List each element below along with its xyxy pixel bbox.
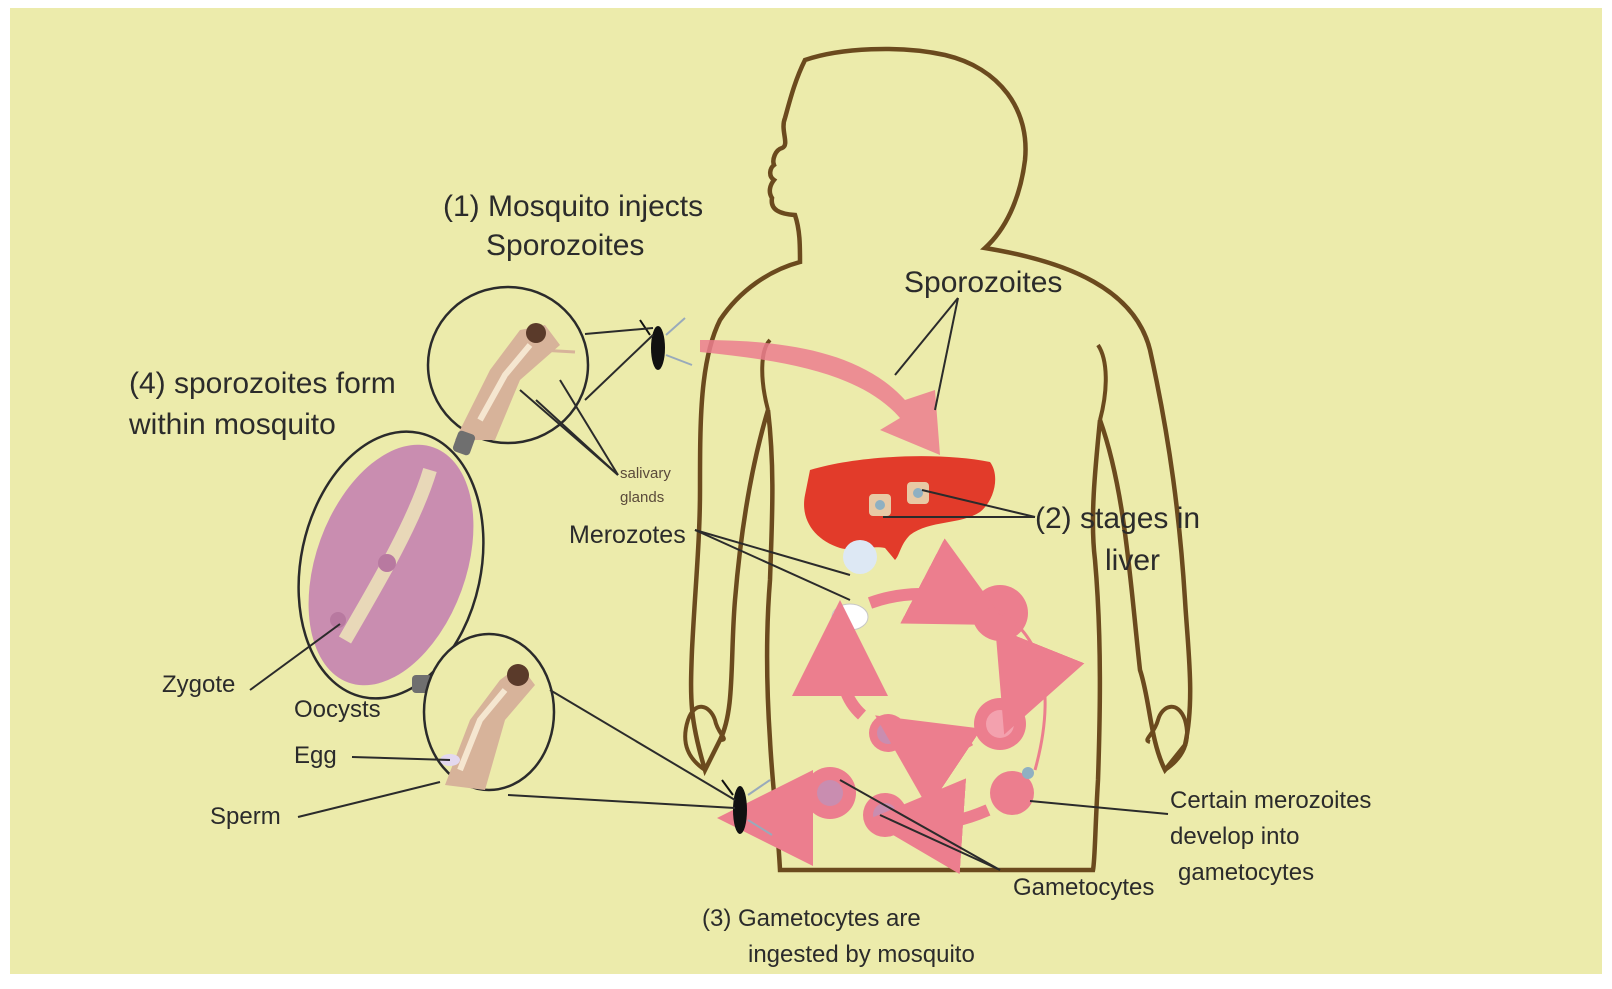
oocysts-label: Oocysts xyxy=(294,696,381,723)
certain-merozoites-label-line3: gametocytes xyxy=(1178,859,1314,886)
step3-label-line2: ingested by mosquito xyxy=(748,941,975,968)
gametocytes-label: Gametocytes xyxy=(1013,874,1154,901)
step2-label-line1: (2) stages in xyxy=(1035,502,1200,535)
liver-stage-dot-2 xyxy=(913,488,923,498)
certain-merozoites-label-line2: develop into xyxy=(1170,823,1299,850)
salivary-label-line2: glands xyxy=(620,489,664,506)
zygote-label: Zygote xyxy=(162,671,235,698)
step1-label-line1: (1) Mosquito injects xyxy=(443,190,703,223)
step3-label-line1: (3) Gametocytes are xyxy=(702,905,921,932)
salivary-label-line1: salivary xyxy=(620,465,671,482)
merozoite-cell-1 xyxy=(843,540,877,574)
sporozoites-label: Sporozoites xyxy=(904,266,1062,299)
certain-merozoites-label-line1: Certain merozoites xyxy=(1170,787,1371,814)
merozotes-label: Merozotes xyxy=(569,521,686,549)
egg-label: Egg xyxy=(294,742,337,769)
step2-label-line2: liver xyxy=(1105,544,1160,577)
step4-label-line1: (4) sporozoites form xyxy=(129,367,396,400)
step4-label-line2: within mosquito xyxy=(128,408,336,441)
merozoite-cell-2 xyxy=(832,604,868,630)
liver-stage-dot-1 xyxy=(875,500,885,510)
sperm-label: Sperm xyxy=(210,803,281,830)
step1-label-line2: Sporozoites xyxy=(486,229,644,262)
